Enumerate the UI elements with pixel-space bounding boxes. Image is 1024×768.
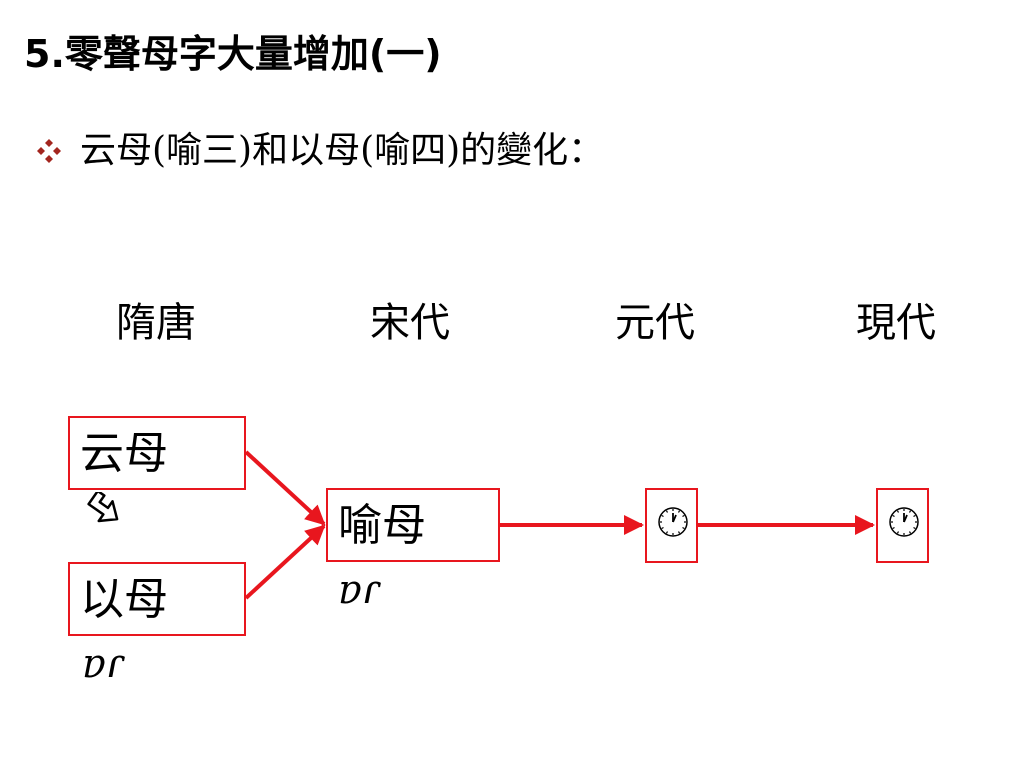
era-label-song: 宋代	[370, 300, 450, 346]
outline-arrow-icon	[87, 492, 119, 523]
clock-icon	[889, 507, 919, 537]
era-label-modern: 現代	[856, 300, 936, 346]
node-modern-box	[876, 488, 929, 563]
era-label-yuan: 元代	[615, 300, 695, 346]
node-yimu-box	[68, 562, 246, 636]
node-yunmu-box	[68, 416, 246, 490]
arrow-yi-to-yu	[244, 524, 326, 600]
node-yumu-symbol: ɐɾ	[338, 567, 380, 613]
node-yumu-box	[326, 488, 500, 562]
node-yumu-label: 喻母	[338, 500, 426, 551]
era-label-suitang: 隋唐	[116, 300, 196, 346]
bullet-text: 云母(喻三)和以母(喻四)的變化：	[80, 130, 605, 171]
clock-icon	[658, 507, 688, 537]
node-yunmu-label: 云母	[80, 428, 168, 479]
bullet-point: 云母(喻三)和以母(喻四)的變化：	[36, 126, 604, 176]
node-yimu-symbol: ɐɾ	[82, 641, 124, 687]
arrow-yun-to-yu	[244, 450, 326, 526]
node-yimu-label: 以母	[80, 574, 168, 625]
slide-title: 5.零聲母字大量增加(一)	[24, 32, 442, 76]
diamond-bullet-icon	[37, 139, 61, 163]
